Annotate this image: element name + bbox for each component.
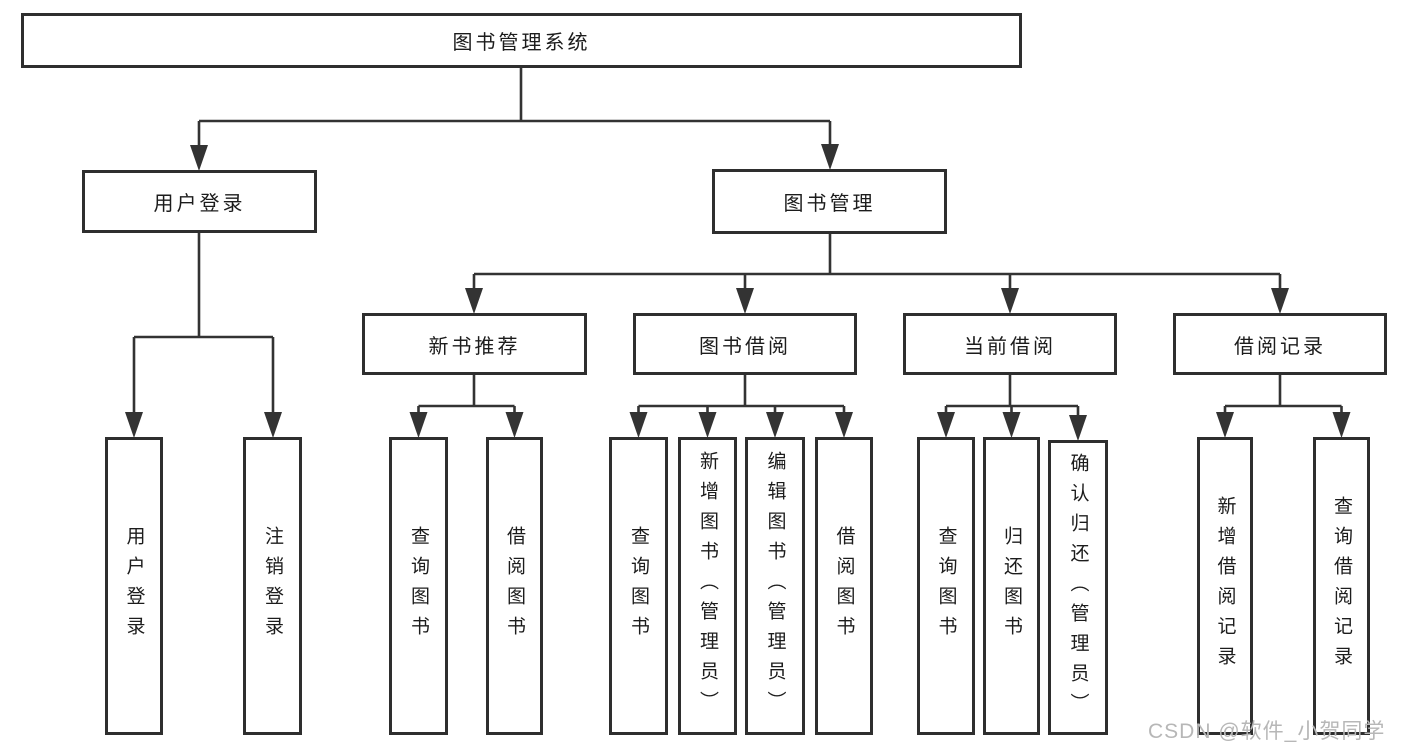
arrowhead: [409, 412, 428, 438]
arrowheads: [125, 144, 1351, 441]
leaf-borrow-books-borrowing: 借阅图书: [815, 437, 873, 735]
node-label: 查询借阅记录: [1331, 496, 1352, 676]
arrowhead: [1216, 412, 1234, 438]
arrowhead: [698, 412, 717, 438]
node-label: 新增图书（管理员）: [697, 451, 718, 721]
arrowhead: [937, 412, 955, 438]
node-label: 编辑图书（管理员）: [764, 451, 786, 721]
node-book-management: 图书管理: [712, 169, 947, 234]
node-user-login: 用户登录: [82, 170, 317, 233]
arrowhead: [821, 144, 839, 170]
node-label: 确认归还（管理员）: [1067, 452, 1089, 723]
node-label: 用户登录: [153, 193, 246, 215]
node-current-borrowing: 当前借阅: [903, 313, 1117, 375]
leaf-query-books-current: 查询图书: [917, 437, 975, 735]
node-label: 当前借阅: [964, 335, 1056, 358]
branch-new-book-recommend-to-leaves: [417, 375, 516, 419]
leaf-return-books: 归还图书: [983, 437, 1040, 735]
node-label: 图书管理: [783, 193, 876, 215]
node-label: 归还图书: [1001, 526, 1022, 646]
node-new-book-recommend: 新书推荐: [362, 313, 587, 375]
arrowhead: [1001, 288, 1019, 314]
node-book-borrowing: 图书借阅: [633, 313, 857, 375]
leaf-user-login: 用户登录: [105, 437, 163, 735]
node-library-management-system: 图书管理系统: [21, 13, 1022, 68]
node-borrowing-records: 借阅记录: [1173, 313, 1387, 375]
arrowhead: [1271, 288, 1289, 314]
arrowhead: [1332, 412, 1351, 438]
leaf-borrow-books-recommend: 借阅图书: [486, 437, 543, 735]
arrowhead: [505, 412, 524, 438]
leaf-add-borrow-record: 新增借阅记录: [1197, 437, 1253, 735]
node-label: 借阅图书: [504, 526, 525, 646]
node-label: 借阅图书: [833, 526, 855, 646]
arrowhead: [1069, 415, 1087, 441]
leaf-logout: 注销登录: [243, 437, 302, 735]
arrowhead: [190, 145, 208, 171]
branch-book-management-to-level3: [472, 234, 1282, 295]
csdn-watermark: CSDN @软件_小贺同学: [1148, 720, 1386, 743]
arrowhead: [835, 412, 853, 438]
branch-user-login-to-leaves: [132, 233, 275, 418]
node-label: 注销登录: [262, 526, 283, 646]
node-label: 查询图书: [935, 526, 957, 646]
node-label: 查询图书: [408, 526, 429, 646]
arrowhead: [465, 288, 483, 314]
leaf-query-borrow-record: 查询借阅记录: [1313, 437, 1370, 735]
arrowhead: [125, 412, 143, 438]
node-label: 新书推荐: [428, 335, 521, 358]
branch-borrowing-records-to-leaves: [1223, 375, 1343, 419]
node-label: 查询图书: [628, 526, 649, 646]
branch-book-borrowing-to-leaves: [637, 375, 846, 419]
node-label: 图书借阅: [699, 335, 791, 358]
arrowhead: [736, 288, 754, 314]
node-label: 图书管理系统: [452, 32, 591, 54]
leaf-add-book-admin: 新增图书（管理员）: [678, 437, 737, 735]
branch-root-to-level2: [197, 68, 832, 150]
leaf-edit-book-admin: 编辑图书（管理员）: [745, 437, 805, 735]
leaf-query-books-borrowing: 查询图书: [609, 437, 668, 735]
arrowhead: [629, 412, 648, 438]
arrowhead: [1002, 412, 1021, 438]
node-label: 新增借阅记录: [1214, 496, 1236, 676]
arrowhead: [766, 412, 784, 438]
arrowhead: [264, 412, 282, 438]
node-label: 用户登录: [123, 526, 145, 646]
leaf-query-books-recommend: 查询图书: [389, 437, 448, 735]
node-label: 借阅记录: [1234, 335, 1326, 358]
leaf-confirm-return-admin: 确认归还（管理员）: [1048, 440, 1108, 735]
